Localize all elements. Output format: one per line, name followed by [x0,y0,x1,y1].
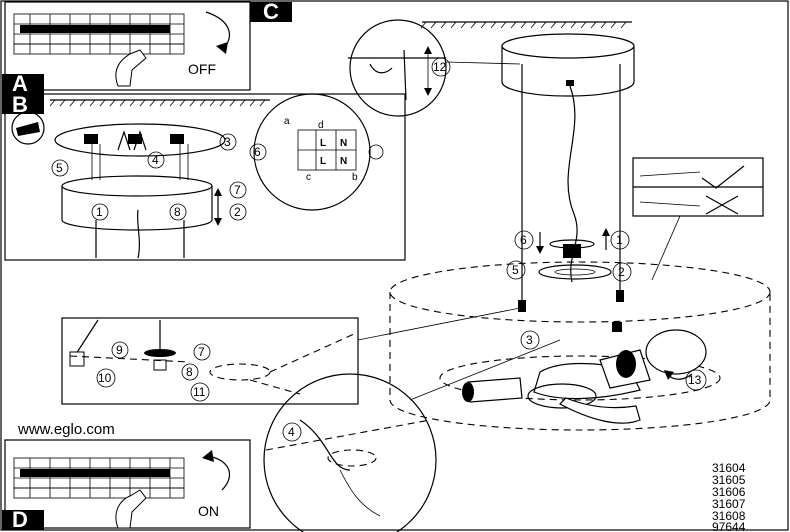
svg-text:13: 13 [688,373,702,387]
step-b-4: 4 [147,151,165,169]
model-number: 31607 [712,497,746,511]
detail-panel-7-11: 9 7 8 10 11 [61,307,521,405]
model-number: 31608 [712,509,746,523]
screw-inset [11,111,45,145]
panel-c-label: C [263,0,279,24]
svg-text:9: 9 [116,343,123,357]
step-c-12: 12 [431,57,451,77]
panel-b-wiring: 1 8 5 4 3 7 2 6 a d L N L N c b [4,93,406,261]
mounting-bracket [54,123,226,157]
svg-text:6: 6 [254,145,261,159]
svg-text:7: 7 [198,345,205,359]
svg-text:L: L [320,138,326,149]
svg-text:2: 2 [618,265,625,279]
step-main-4: 4 [282,422,302,442]
step-b-1: 1 [91,203,109,221]
hand-icon [115,489,147,529]
step-det-9: 9 [111,341,129,359]
svg-text:5: 5 [512,263,519,277]
step-main-1: 1 [610,230,630,250]
panel-a-switch-off: OFF [4,1,251,91]
svg-text:4: 4 [152,153,159,167]
step-b-2: 2 [229,203,247,221]
svg-text:11: 11 [193,385,206,399]
model-number: 97644 [712,520,746,532]
svg-text:7: 7 [234,183,241,197]
svg-text:5: 5 [56,161,63,175]
svg-text:1: 1 [616,233,623,247]
correct-incorrect-panel [632,157,764,281]
step-det-11: 11 [190,382,210,402]
svg-text:b: b [352,172,358,183]
svg-text:N: N [340,138,347,149]
model-number: 31605 [712,473,746,487]
step-main-13: 13 [685,369,707,391]
svg-text:d: d [318,120,324,131]
step-b-8: 8 [169,203,187,221]
screw-icon [16,122,40,136]
panel-d-tag [2,510,44,530]
svg-text:3: 3 [526,333,533,347]
breaker-panel-icon [13,457,185,499]
ceiling-canopy [501,33,635,59]
panel-a-label: A [12,71,28,96]
cross-icon [705,195,739,215]
detail-circle-4: 4 [263,339,561,532]
earth-icon [368,144,384,160]
step-b-7: 7 [229,181,247,199]
on-arrow-icon [207,455,231,491]
breaker-panel-icon [13,13,185,55]
svg-text:8: 8 [174,205,181,219]
step-b-6: 6 [249,143,267,161]
panel-b-label: B [12,92,28,117]
step-main-3: 3 [520,330,540,350]
model-number: 31606 [712,485,746,499]
shade-outline-top [389,261,771,323]
canopy-drum [61,175,213,231]
step-main-5: 5 [506,260,526,280]
svg-text:a: a [284,116,290,127]
bulb-icon [645,329,707,375]
svg-text:12: 12 [433,60,447,74]
terminal-detail: 6 a d L N L N c b [249,93,384,211]
model-number: 31604 [712,461,746,475]
svg-text:N: N [340,156,347,167]
shade-outline-side [389,292,771,431]
step-main-2: 2 [612,262,632,282]
svg-text:8: 8 [186,365,193,379]
panel-c-tag [250,2,292,22]
panel-c-ceiling-fix: 12 [348,19,632,117]
on-label: ON [198,503,219,519]
panel-d-label: D [12,507,28,532]
svg-text:2: 2 [234,205,241,219]
main-pendant-assembly: 6 1 5 2 3 13 [389,33,771,431]
panel-b-tag [2,94,44,114]
step-b-5: 5 [51,159,69,177]
spot-fixture [462,329,707,424]
svg-text:3: 3 [224,135,231,149]
step-det-8: 8 [181,363,199,381]
step-main-6: 6 [514,230,534,250]
terminal-block [84,130,184,151]
step-b-3: 3 [219,133,237,151]
off-label: OFF [188,61,216,77]
svg-text:4: 4 [288,425,295,439]
panel-a-tag [2,74,44,94]
hand-icon [115,49,147,87]
svg-text:1: 1 [96,205,103,219]
cord-grip [563,244,581,258]
svg-text:10: 10 [98,371,112,385]
svg-text:L: L [320,156,326,167]
check-icon [701,165,745,189]
website-url: www.eglo.com [17,421,115,438]
step-det-7: 7 [193,343,211,361]
svg-text:c: c [306,172,311,183]
step-det-10: 10 [96,368,116,388]
model-numbers: 31604 31605 31606 31607 31608 97644 [712,461,746,532]
panel-d-switch-on: ON [4,439,251,529]
svg-text:6: 6 [520,233,527,247]
